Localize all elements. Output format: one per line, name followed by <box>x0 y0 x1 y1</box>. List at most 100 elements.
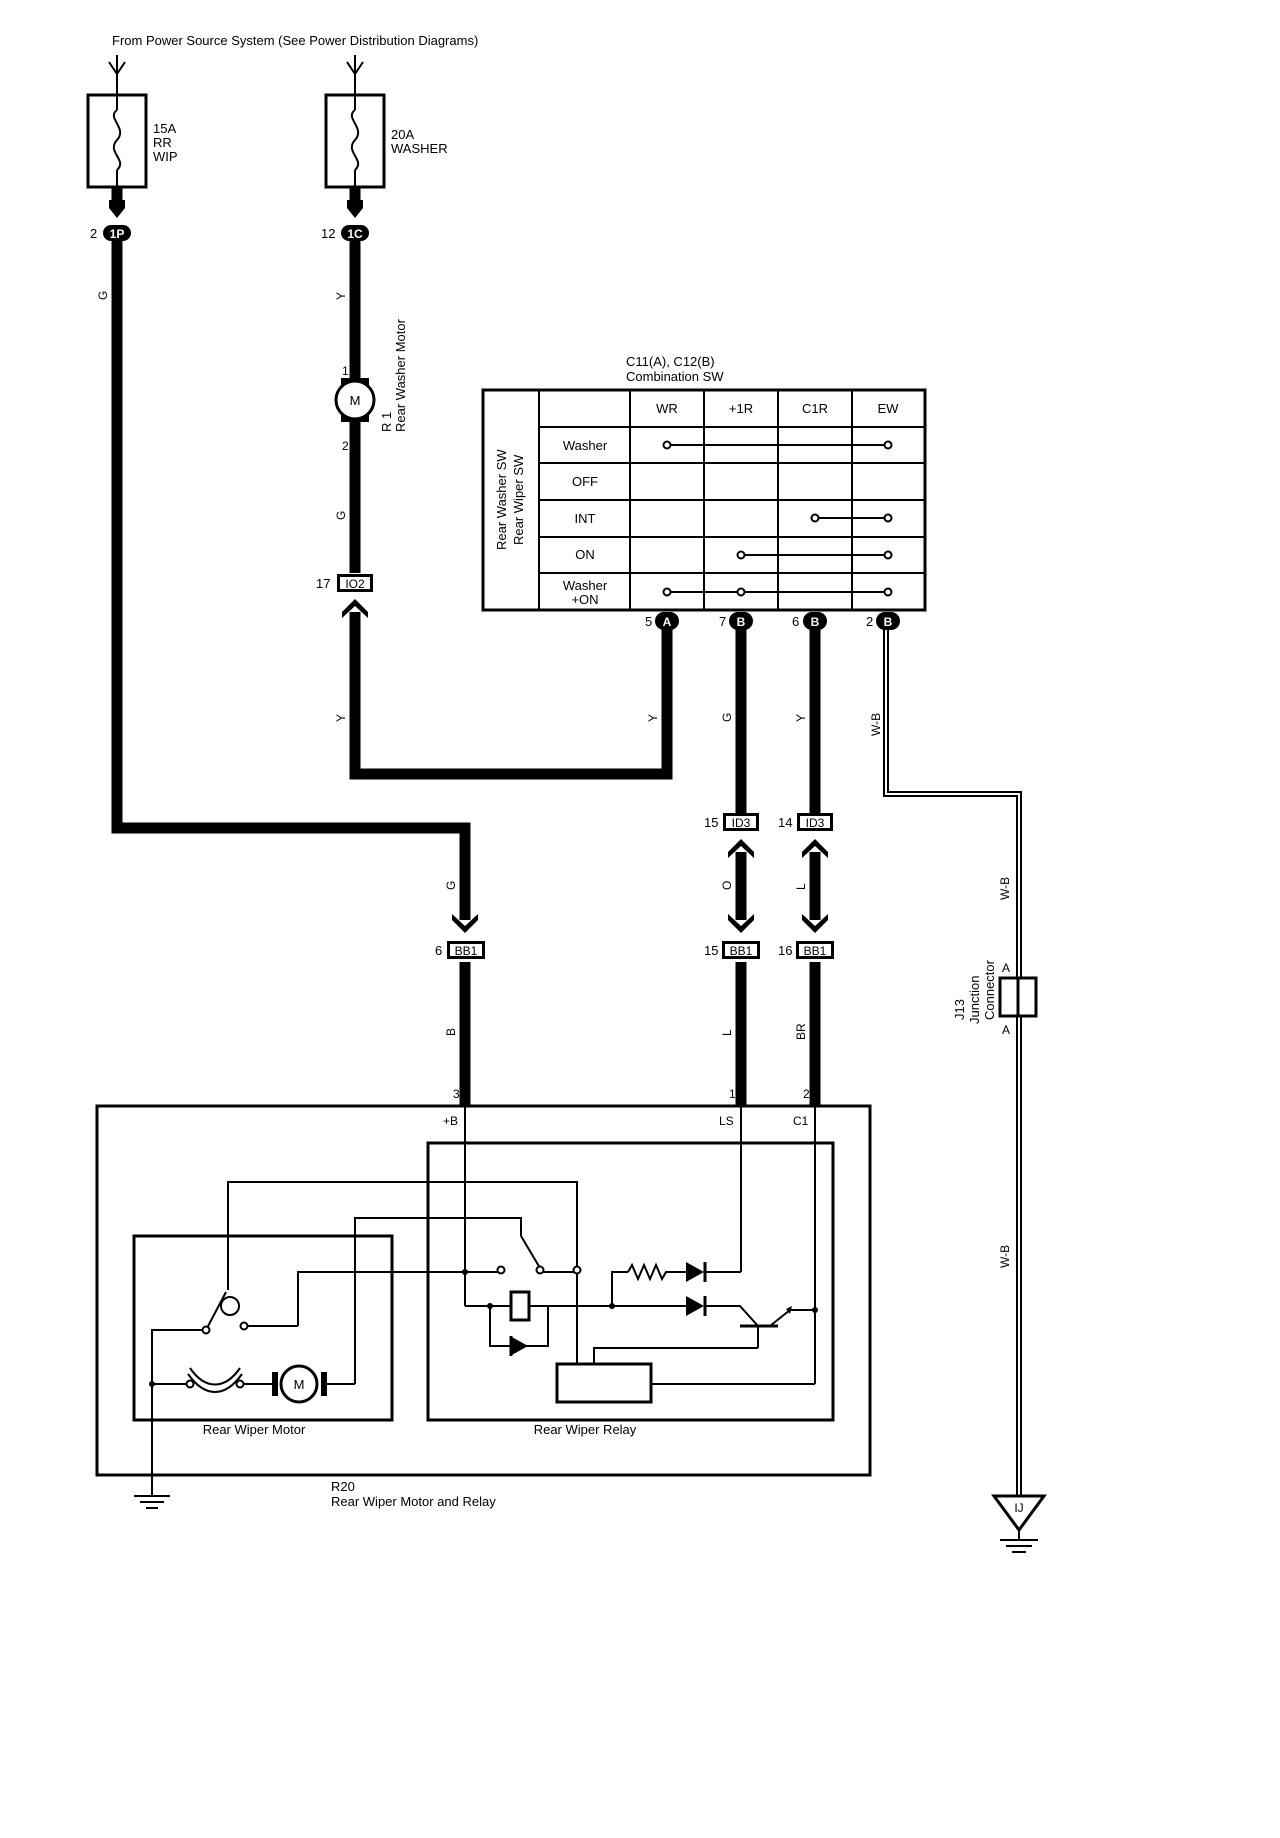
connector-arrows <box>342 599 828 933</box>
svg-text:ID3: ID3 <box>806 816 825 830</box>
svg-text:B: B <box>444 1028 458 1036</box>
svg-text:5: 5 <box>645 614 652 629</box>
svg-text:2: 2 <box>803 1087 810 1101</box>
svg-text:W-B: W-B <box>998 1245 1012 1268</box>
ground-ij: IJ <box>991 1494 1047 1553</box>
svg-text:6: 6 <box>792 614 799 629</box>
svg-text:B: B <box>737 615 746 629</box>
svg-text:Rear Wiper SW: Rear Wiper SW <box>511 454 526 545</box>
svg-text:IJ: IJ <box>1014 1501 1023 1515</box>
connector-7b: B 7 <box>719 612 753 630</box>
connector-1p: 1P 2 <box>90 225 131 241</box>
wire-labels: G Y G Y Y G Y W-B G O L B L BR W-B W-B <box>96 291 1012 1268</box>
svg-text:O: O <box>720 881 734 890</box>
connector-bb1-6: BB1 6 <box>435 941 485 959</box>
fuse-20a: 20A WASHER <box>324 55 448 189</box>
connector-1c: 1C 12 <box>321 225 369 241</box>
svg-text:BB1: BB1 <box>455 944 478 958</box>
svg-text:2: 2 <box>90 226 97 241</box>
svg-text:Y: Y <box>334 714 348 722</box>
svg-text:1C: 1C <box>347 227 363 241</box>
svg-text:17: 17 <box>316 576 330 591</box>
svg-text:R 1: R 1 <box>379 412 394 432</box>
connector-id3-15: ID3 15 <box>704 813 759 831</box>
svg-text:Y: Y <box>794 714 808 722</box>
svg-text:INT: INT <box>575 511 596 526</box>
svg-text:G: G <box>96 291 110 300</box>
svg-text:15: 15 <box>704 815 718 830</box>
svg-text:+B: +B <box>443 1114 458 1128</box>
svg-text:G: G <box>720 713 734 722</box>
svg-text:12: 12 <box>321 226 335 241</box>
svg-text:C1R: C1R <box>802 401 828 416</box>
svg-text:1: 1 <box>729 1087 736 1101</box>
svg-text:Rear Wiper Motor: Rear Wiper Motor <box>203 1422 306 1437</box>
svg-text:1: 1 <box>342 364 349 378</box>
svg-text:B: B <box>884 615 893 629</box>
svg-text:Y: Y <box>334 292 348 300</box>
svg-text:BB1: BB1 <box>804 944 827 958</box>
svg-text:ID3: ID3 <box>732 816 751 830</box>
wire-g-rr-wip <box>111 240 471 920</box>
svg-text:WIP: WIP <box>153 149 178 164</box>
combination-switch: C11(A), C12(B) Combination SW Rear Washe… <box>481 354 927 612</box>
svg-text:Washer: Washer <box>563 578 608 593</box>
svg-text:14: 14 <box>778 815 792 830</box>
svg-text:BR: BR <box>794 1023 808 1040</box>
module-r20: 3 1 2 +B LS C1 R20 Rear Wiper Motor and … <box>95 1087 872 1509</box>
body-ground <box>134 1476 170 1509</box>
svg-text:Connector: Connector <box>982 959 997 1020</box>
connector-bb1-16: BB1 16 <box>778 941 834 959</box>
svg-text:2: 2 <box>866 614 873 629</box>
svg-text:Washer: Washer <box>563 438 608 453</box>
connector-id3-14: ID3 14 <box>778 813 833 831</box>
svg-text:6: 6 <box>435 943 442 958</box>
svg-text:BB1: BB1 <box>730 944 753 958</box>
svg-text:M: M <box>294 1377 305 1392</box>
svg-text:15A: 15A <box>153 121 176 136</box>
svg-text:Rear Washer Motor: Rear Washer Motor <box>393 318 408 432</box>
svg-text:Rear Wiper Motor and Relay: Rear Wiper Motor and Relay <box>331 1494 496 1509</box>
svg-text:WASHER: WASHER <box>391 141 448 156</box>
svg-text:W-B: W-B <box>998 877 1012 900</box>
svg-text:20A: 20A <box>391 127 414 142</box>
svg-text:A: A <box>663 615 672 629</box>
wiring-diagram: From Power Source System (See Power Dist… <box>86 33 1047 1553</box>
svg-text:Rear Washer SW: Rear Washer SW <box>494 449 509 550</box>
wire-wb <box>883 628 1022 1500</box>
svg-text:L: L <box>720 1029 734 1036</box>
svg-text:G: G <box>444 881 458 890</box>
svg-text:OFF: OFF <box>572 474 598 489</box>
svg-text:IO2: IO2 <box>345 577 365 591</box>
connector-2b: B 2 <box>866 612 900 630</box>
svg-text:2: 2 <box>342 439 349 453</box>
power-source-text: From Power Source System (See Power Dist… <box>112 33 478 48</box>
svg-text:C11(A), C12(B): C11(A), C12(B) <box>626 354 715 369</box>
svg-text:G: G <box>334 511 348 520</box>
svg-text:+ON: +ON <box>571 592 598 607</box>
svg-text:R20: R20 <box>331 1479 355 1494</box>
svg-text:W-B: W-B <box>869 713 883 736</box>
svg-text:B: B <box>811 615 820 629</box>
wire-y-io2-switch <box>349 612 673 780</box>
svg-text:16: 16 <box>778 943 792 958</box>
svg-text:Rear Wiper Relay: Rear Wiper Relay <box>534 1422 637 1437</box>
connector-6b: B 6 <box>792 612 827 630</box>
rear-washer-motor: M 1 2 R 1 Rear Washer Motor <box>334 318 408 453</box>
svg-text:A: A <box>1002 1023 1010 1037</box>
svg-text:7: 7 <box>719 614 726 629</box>
connector-5a: A 5 <box>645 612 679 630</box>
svg-text:LS: LS <box>719 1114 734 1128</box>
svg-text:Y: Y <box>646 714 660 722</box>
svg-text:C1: C1 <box>793 1114 809 1128</box>
svg-text:Combination SW: Combination SW <box>626 369 724 384</box>
fuse-15a: 15A RR WIP <box>86 55 178 189</box>
svg-text:L: L <box>794 883 808 890</box>
svg-text:15: 15 <box>704 943 718 958</box>
svg-text:3: 3 <box>453 1087 460 1101</box>
svg-text:WR: WR <box>656 401 678 416</box>
connector-bb1-15: BB1 15 <box>704 941 760 959</box>
svg-text:M: M <box>350 393 361 408</box>
svg-text:Junction: Junction <box>967 976 982 1024</box>
svg-text:EW: EW <box>878 401 900 416</box>
